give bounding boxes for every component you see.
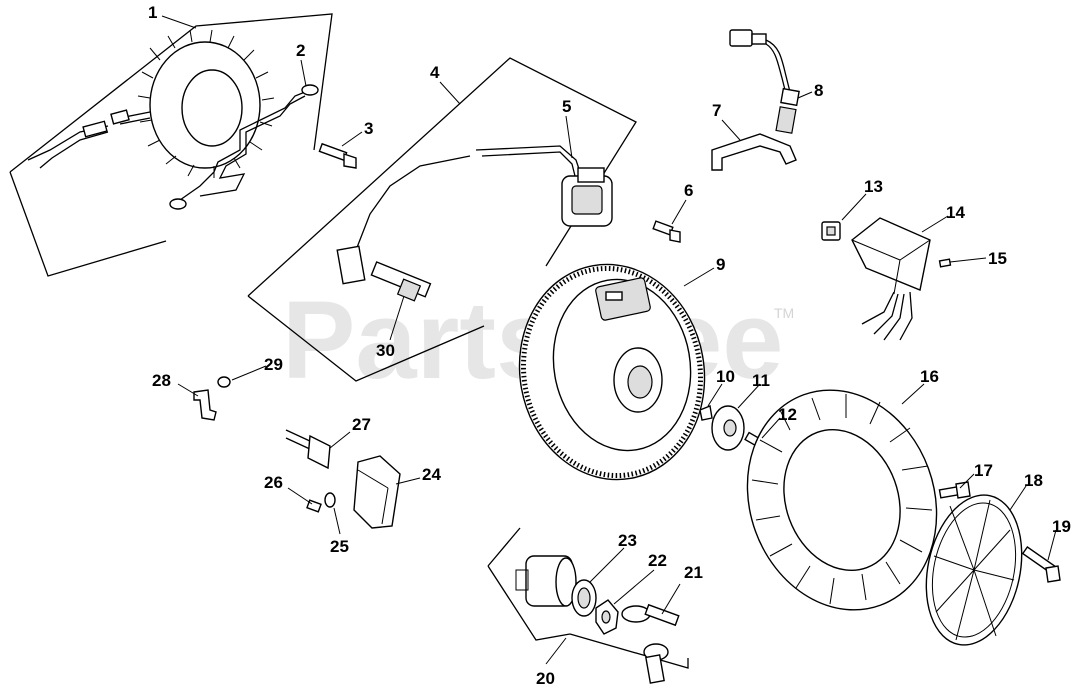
part-17-bolt[interactable] bbox=[938, 481, 971, 499]
callout-23: 23 bbox=[618, 531, 637, 550]
callout-19: 19 bbox=[1052, 517, 1071, 536]
callout-1: 1 bbox=[148, 3, 157, 22]
callout-4: 4 bbox=[430, 63, 440, 82]
callout-21: 21 bbox=[684, 563, 703, 582]
callout-27: 27 bbox=[352, 415, 371, 434]
callout-16: 16 bbox=[920, 367, 939, 386]
callout-12: 12 bbox=[778, 405, 797, 424]
callout-22: 22 bbox=[648, 551, 667, 570]
part-25-washer[interactable] bbox=[324, 492, 336, 508]
part-10-key[interactable] bbox=[699, 405, 713, 421]
part-11-washer[interactable] bbox=[711, 405, 745, 451]
callout-18: 18 bbox=[1024, 471, 1043, 490]
part-18-grass-screen[interactable] bbox=[913, 486, 1035, 654]
part-3-screw[interactable] bbox=[318, 142, 357, 169]
callout-13: 13 bbox=[864, 177, 883, 196]
part-16-cooling-fan[interactable] bbox=[717, 363, 967, 636]
part-6-screw[interactable] bbox=[652, 220, 681, 243]
callout-11: 11 bbox=[752, 371, 770, 390]
part-19-bolt[interactable] bbox=[1021, 545, 1061, 583]
part-1-stator[interactable] bbox=[9, 13, 333, 277]
part-29-washer[interactable] bbox=[217, 376, 231, 388]
leader-lines bbox=[161, 15, 1057, 665]
callout-29: 29 bbox=[264, 355, 283, 374]
callout-10: 10 bbox=[716, 367, 735, 386]
callout-labels: 1 2 3 4 5 6 7 8 9 10 11 12 13 14 15 16 1… bbox=[148, 3, 1071, 688]
part-30-spark-plug[interactable] bbox=[370, 261, 432, 302]
part-8-sensor[interactable] bbox=[729, 29, 800, 134]
part-23-lock-washer[interactable] bbox=[571, 579, 597, 617]
callout-28: 28 bbox=[152, 371, 171, 390]
watermark-trademark: TM bbox=[774, 305, 794, 321]
part-24-rectifier[interactable] bbox=[353, 455, 401, 529]
callout-25: 25 bbox=[330, 537, 349, 556]
callout-8: 8 bbox=[814, 81, 823, 100]
callout-7: 7 bbox=[712, 101, 721, 120]
callout-2: 2 bbox=[296, 41, 305, 60]
callout-26: 26 bbox=[264, 473, 283, 492]
callout-5: 5 bbox=[562, 97, 571, 116]
callout-9: 9 bbox=[716, 255, 725, 274]
part-28-clip[interactable] bbox=[193, 389, 217, 421]
callout-6: 6 bbox=[684, 181, 693, 200]
callout-3: 3 bbox=[364, 119, 373, 138]
part-21-keys[interactable] bbox=[621, 603, 680, 684]
callout-24: 24 bbox=[422, 465, 441, 484]
part-15-screw[interactable] bbox=[938, 258, 952, 268]
part-9-flywheel[interactable] bbox=[503, 250, 722, 495]
callout-20: 20 bbox=[536, 669, 555, 688]
callout-17: 17 bbox=[974, 461, 993, 480]
part-13-plate[interactable] bbox=[821, 221, 841, 241]
part-7-bracket[interactable] bbox=[711, 133, 797, 171]
callout-15: 15 bbox=[988, 249, 1007, 268]
part-14-regulator[interactable] bbox=[851, 217, 931, 341]
part-22-nut[interactable] bbox=[595, 599, 619, 635]
part-20-keyswitch-group[interactable] bbox=[487, 527, 689, 669]
callout-30: 30 bbox=[376, 341, 395, 360]
part-27-connector[interactable] bbox=[285, 429, 331, 470]
part-4-ignition-module-group[interactable] bbox=[247, 57, 637, 382]
callout-14: 14 bbox=[946, 203, 965, 222]
part-2-ground-lead[interactable] bbox=[169, 84, 319, 210]
